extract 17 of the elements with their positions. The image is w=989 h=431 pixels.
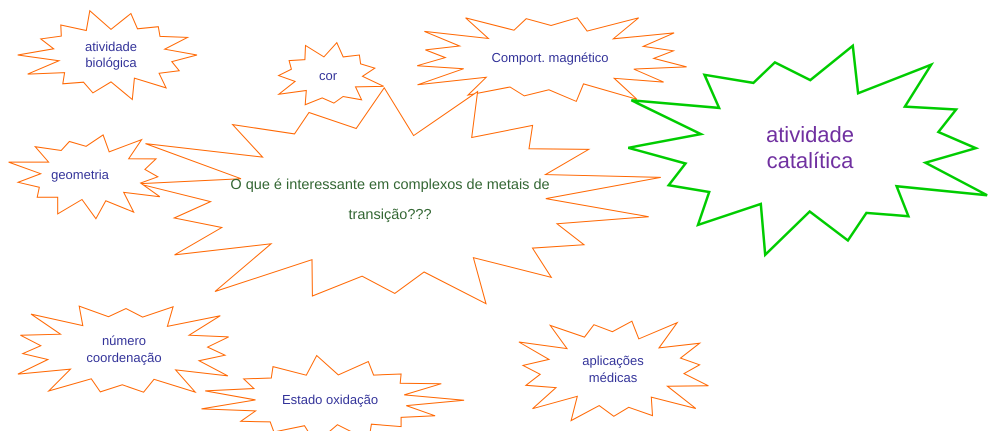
starburst-shape (201, 354, 465, 431)
node-label: Comport. magnético (491, 50, 609, 66)
node-label: número coordenação (85, 333, 163, 367)
starburst-shape (518, 320, 709, 422)
starburst-shape (17, 10, 198, 100)
starburst-shape (17, 305, 230, 394)
node-label: geometria (51, 167, 109, 183)
node-label: atividade biológica (84, 38, 138, 72)
node-label: O que é interessante em complexos de metais de transição??? (229, 176, 551, 225)
node-label: cor (318, 68, 338, 84)
node-label: Estado oxidação (282, 392, 378, 408)
node-label: atividade catalítica (764, 122, 856, 174)
starburst-shape (277, 42, 384, 106)
starburst-shape (627, 43, 988, 258)
starburst-shape (416, 17, 688, 102)
starburst-shape (8, 134, 160, 220)
node-label: aplicações médicas (581, 353, 645, 387)
